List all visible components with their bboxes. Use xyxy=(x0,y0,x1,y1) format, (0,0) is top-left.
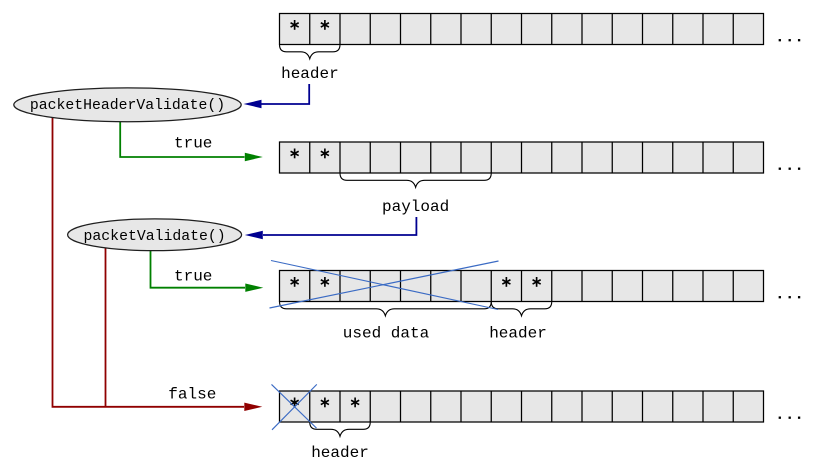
svg-text:header: header xyxy=(311,444,369,462)
svg-text:payload: payload xyxy=(382,198,449,216)
svg-text:packetHeaderValidate(): packetHeaderValidate() xyxy=(30,98,225,114)
svg-text:packetValidate(): packetValidate() xyxy=(84,229,226,245)
svg-text:used data: used data xyxy=(343,324,430,342)
svg-text:true: true xyxy=(174,135,212,153)
svg-text:header: header xyxy=(281,65,339,83)
svg-text:false: false xyxy=(168,386,216,404)
svg-text:header: header xyxy=(489,324,547,342)
svg-text:true: true xyxy=(174,268,212,286)
